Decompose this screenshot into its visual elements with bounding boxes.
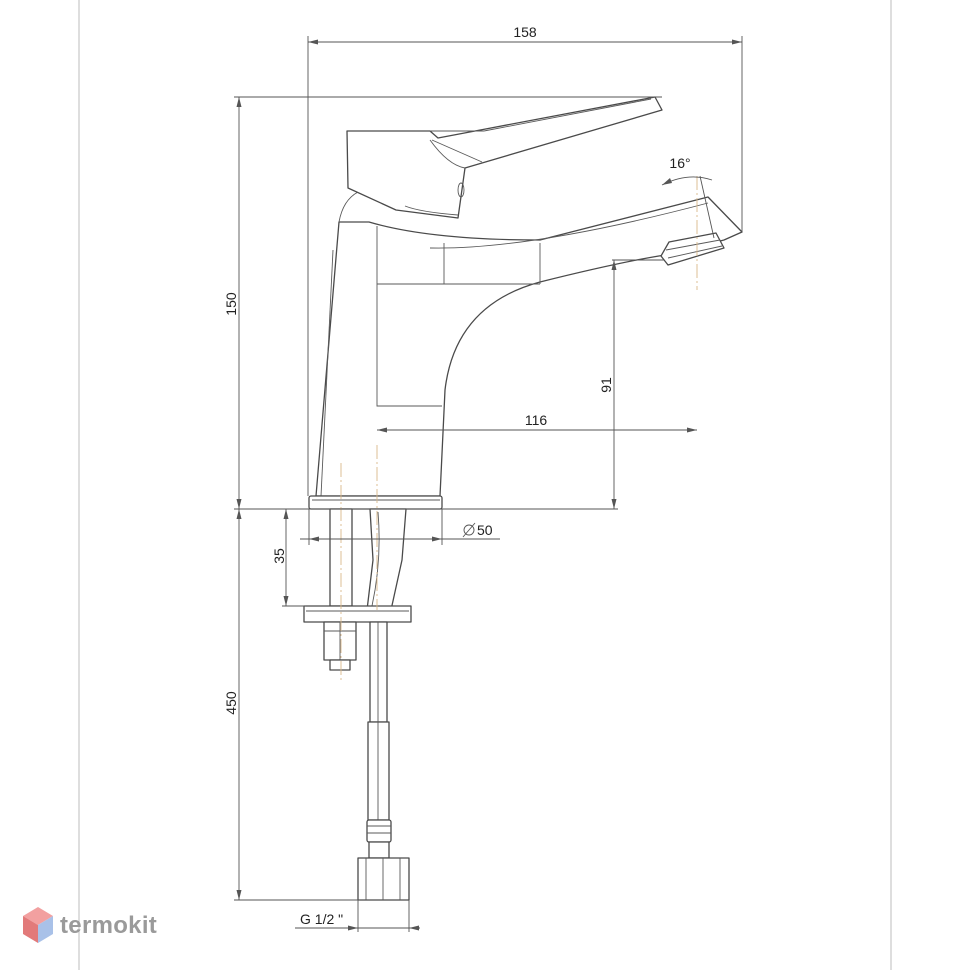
termokit-logo: termokit xyxy=(23,907,157,943)
dimension-shank-label: 35 xyxy=(271,548,287,564)
watermark-brand: termokit xyxy=(60,912,157,939)
diameter-icon xyxy=(462,522,476,538)
dimension-thread-label: G 1/2 " xyxy=(300,911,343,927)
lever-handle xyxy=(346,96,663,219)
dimension-height-label: 150 xyxy=(223,292,239,316)
dimension-width-label: 158 xyxy=(513,24,537,40)
mounting-hardware xyxy=(303,508,412,901)
dimension-hose-label: 450 xyxy=(223,691,239,715)
dimension-spout-reach-label: 116 xyxy=(525,412,548,428)
dimension-spout-height-label: 91 xyxy=(598,377,614,393)
dimension-lines xyxy=(234,36,743,932)
dimension-angle-label: 16° xyxy=(669,155,690,171)
dimension-diameter-label: 50 xyxy=(477,522,493,538)
base-ring xyxy=(308,495,443,510)
center-axes xyxy=(340,176,698,680)
faucet-body xyxy=(315,191,743,497)
cube-icon xyxy=(23,907,53,943)
